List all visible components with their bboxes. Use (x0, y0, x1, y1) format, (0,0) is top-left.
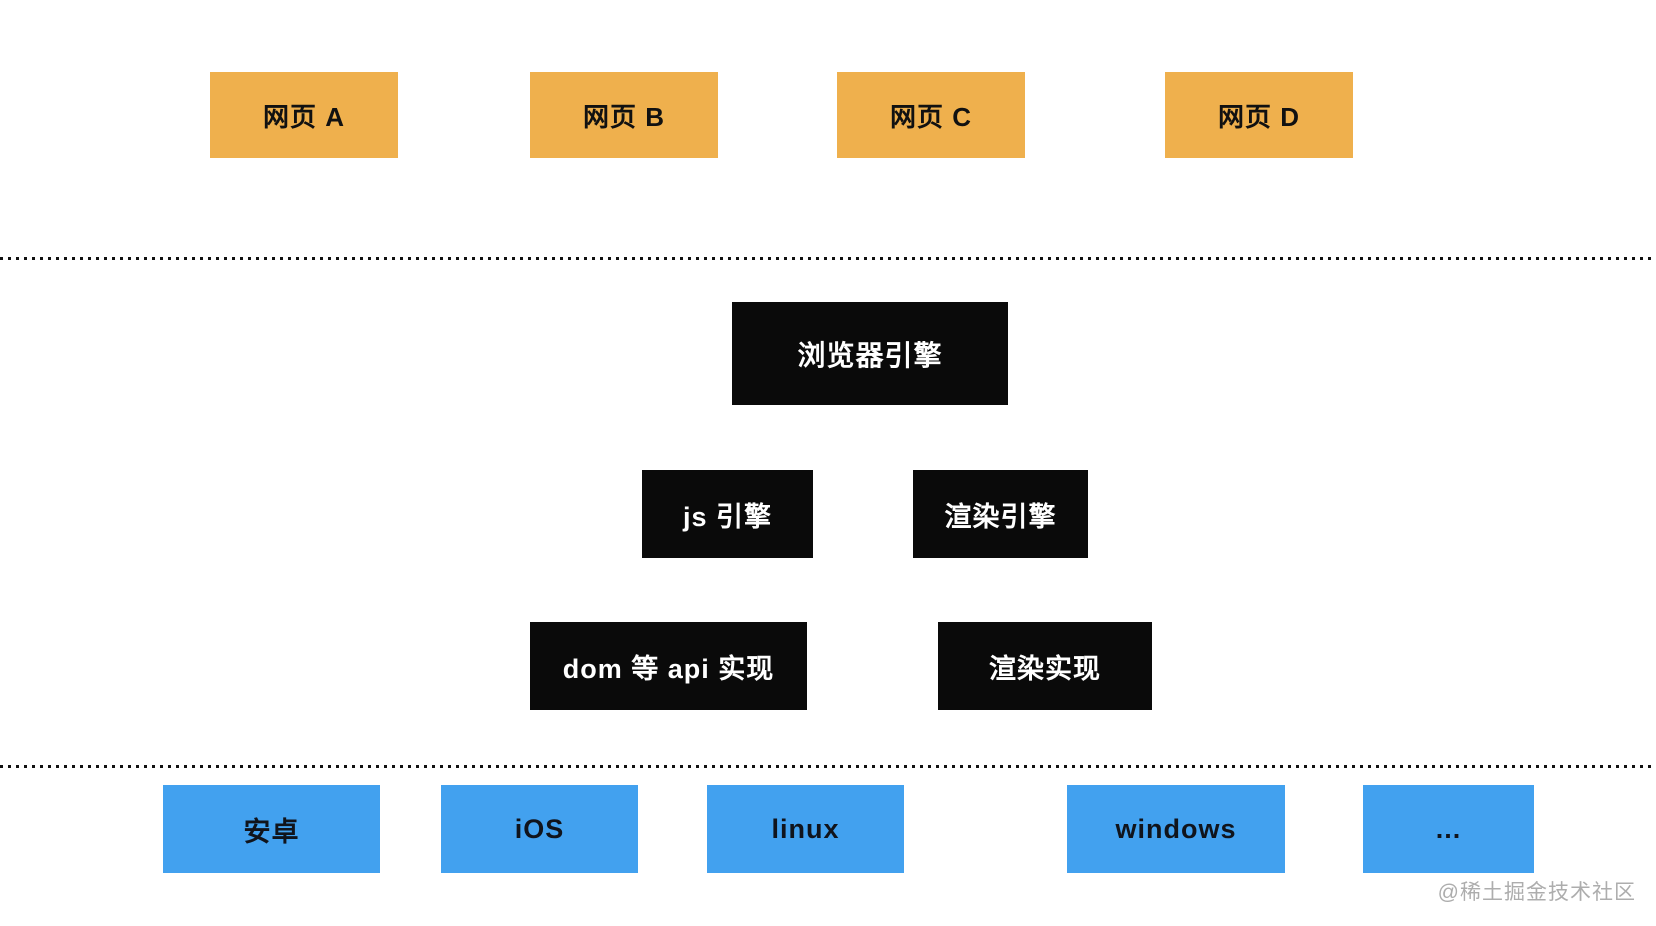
render-implementation-node: 渲染实现 (938, 622, 1152, 710)
dotted-divider-top (0, 257, 1656, 260)
webpage-a-node: 网页 A (210, 72, 398, 158)
platform-node-linux: linux (707, 785, 904, 873)
dotted-divider-bottom (0, 765, 1656, 768)
platform-node-windows: windows (1067, 785, 1285, 873)
render-engine-node: 渲染引擎 (913, 470, 1088, 558)
browser-engine-node: 浏览器引擎 (732, 302, 1008, 405)
platform-node-more: ... (1363, 785, 1534, 873)
webpage-c-node: 网页 C (837, 72, 1025, 158)
dom-api-implementation-node: dom 等 api 实现 (530, 622, 807, 710)
webpage-b-node: 网页 B (530, 72, 718, 158)
js-engine-node: js 引擎 (642, 470, 813, 558)
platform-node-ios: iOS (441, 785, 638, 873)
platform-node-android: 安卓 (163, 785, 380, 873)
webpage-d-node: 网页 D (1165, 72, 1353, 158)
juejin-watermark: @稀土掘金技术社区 (1437, 881, 1636, 904)
